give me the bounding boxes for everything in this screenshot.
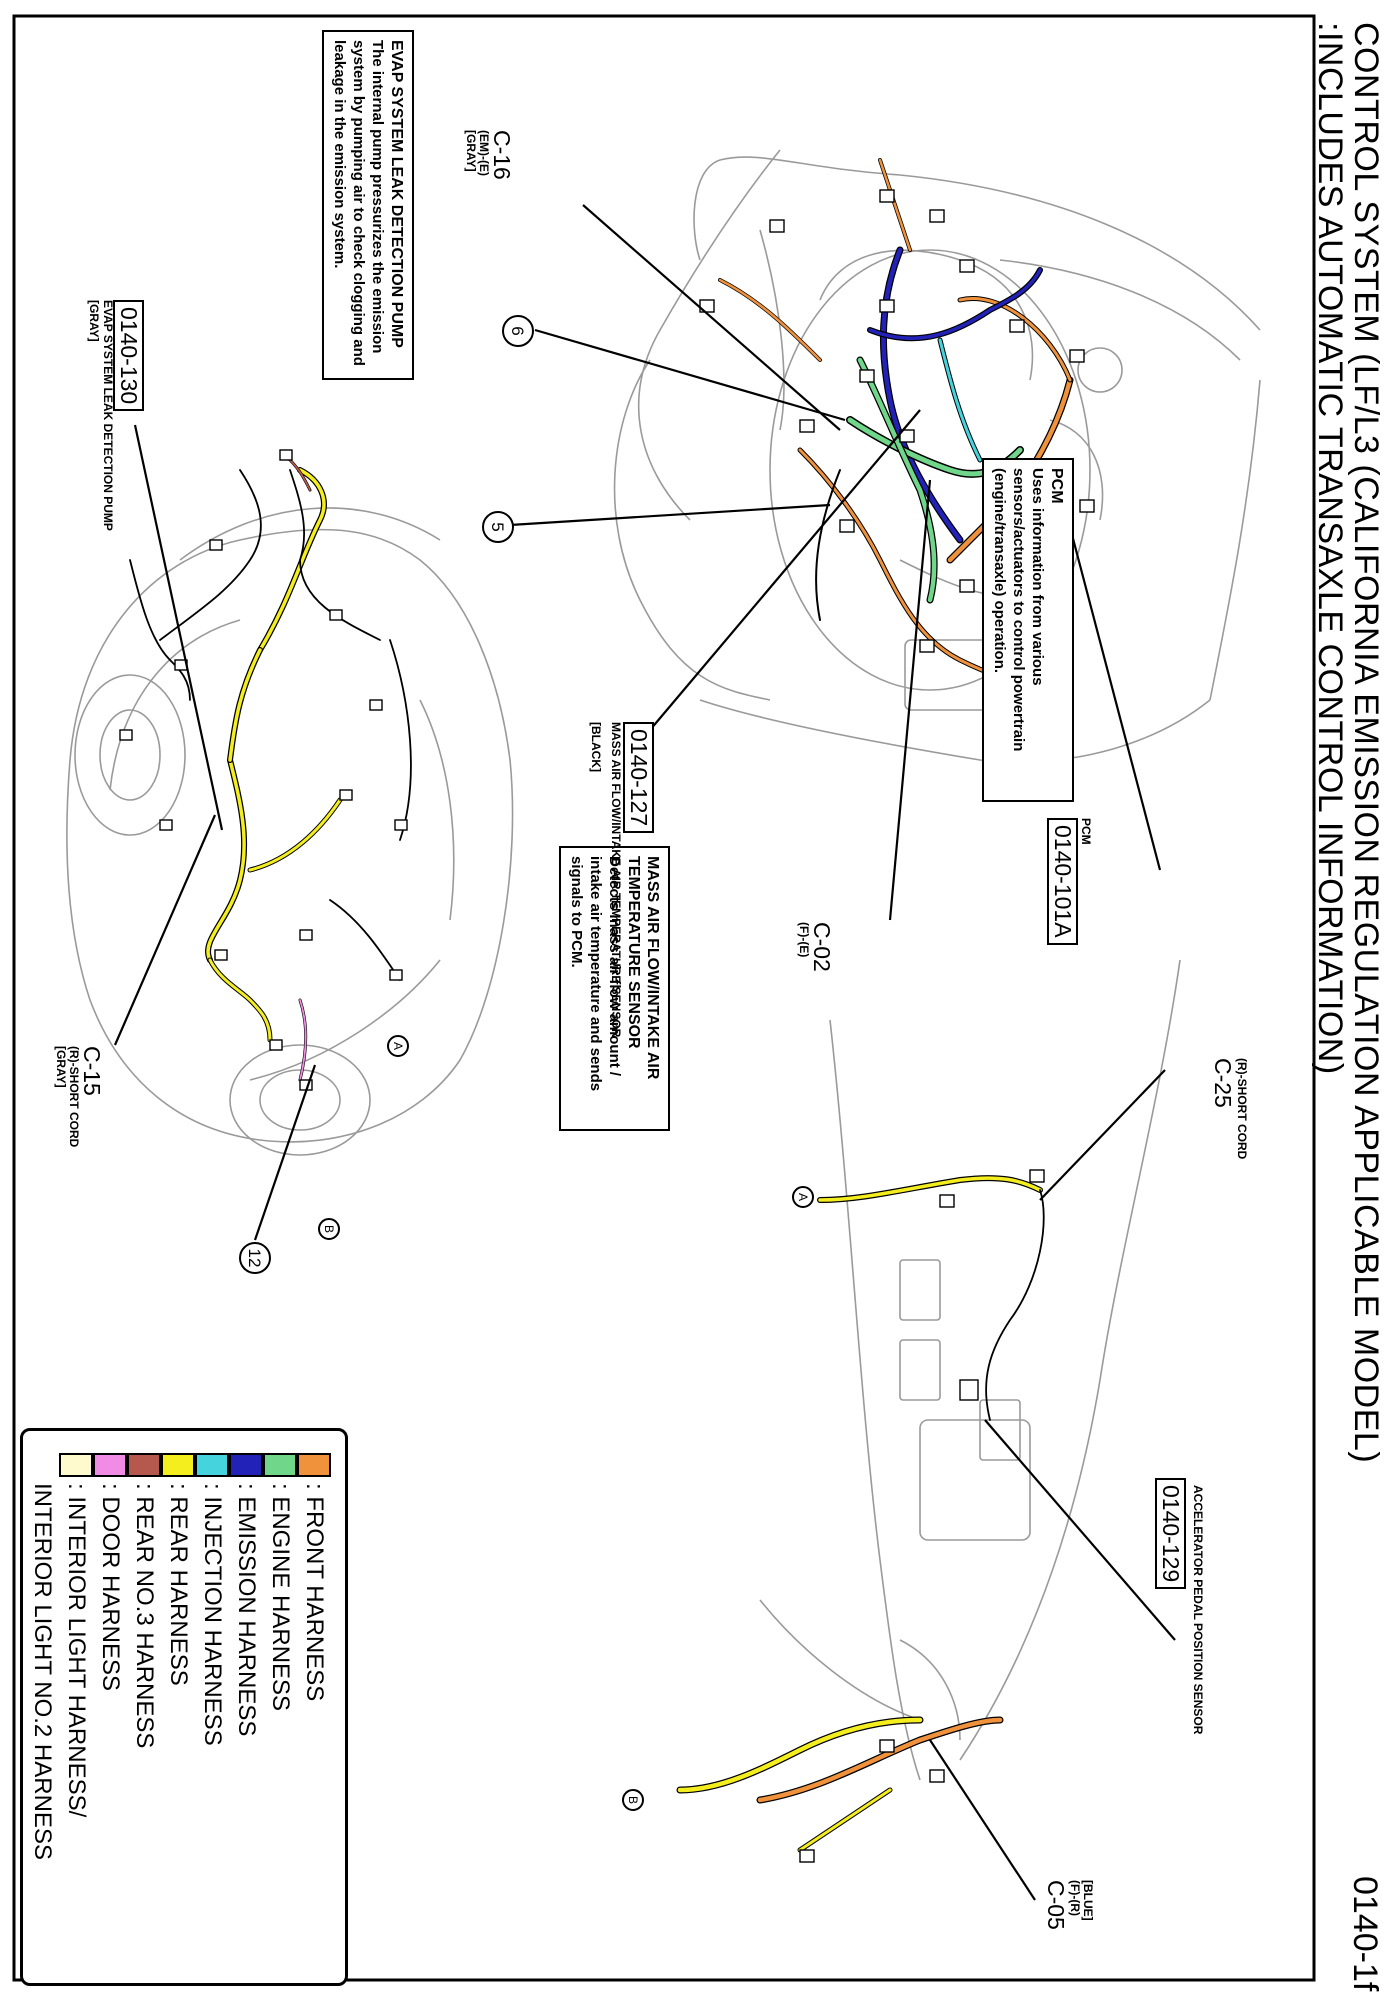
connector-c15: C-15 (R)-SHORT CORD [GRAY] — [54, 1046, 105, 1148]
legend-label: : DOOR HARNESS — [97, 1483, 124, 1692]
legend-item: : DOOR HARNESS — [93, 1453, 127, 1691]
callout-6: 6 — [508, 326, 527, 335]
callout-a-1: A — [796, 1193, 810, 1201]
connector-c02: C-02 (F)-(E) — [797, 922, 835, 972]
legend-label: : FRONT HARNESS — [301, 1483, 328, 1702]
maf-label: MASS AIR FLOW/INTAKE AIR TEMPERATURE SEN… — [609, 722, 623, 1038]
connector-c25-desc: (R)-SHORT CORD — [1235, 1058, 1249, 1160]
legend-label: : REAR NO.3 HARNESS — [131, 1483, 158, 1749]
maf-code: 0140-127 — [623, 722, 654, 834]
title-line-1: CONTROL SYSTEM (LF/L3 (CALIFORNIA EMISSI… — [1347, 22, 1385, 1464]
legend-label: INTERIOR LIGHT NO.2 HARNESS — [29, 1483, 56, 1860]
callout-circles — [239, 315, 814, 1811]
connector-c25: (R)-SHORT CORD C-25 — [1210, 1058, 1249, 1160]
connector-c25-id: C-25 — [1210, 1058, 1236, 1108]
rear-car-drawing — [66, 507, 514, 1156]
legend-label: : EMISSION HARNESS — [233, 1483, 260, 1737]
evap-note: EVAP SYSTEM LEAK DETECTION PUMP The inte… — [322, 30, 414, 380]
pcm-note-body: Uses information from various sensors/ac… — [991, 468, 1046, 752]
evap-note-body: The internal pump pressurizes the emissi… — [331, 40, 386, 366]
legend-swatch — [93, 1453, 127, 1477]
connector-c16-color: [GRAY] — [464, 130, 478, 172]
legend-label: : ENGINE HARNESS — [267, 1483, 294, 1712]
maf-note-heading: MASS AIR FLOW/INTAKE AIR TEMPERATURE SEN… — [625, 856, 661, 1080]
legend-swatch — [127, 1453, 161, 1477]
evap-color: [GRAY] — [87, 300, 101, 342]
connector-c16: C-16 (EM)-(E) [GRAY] — [464, 130, 515, 180]
legend-swatch — [161, 1453, 195, 1477]
connector-c16-id: C-16 — [489, 130, 515, 180]
callout-a-2: A — [391, 1042, 405, 1050]
legend-swatch — [59, 1453, 93, 1477]
connector-c02-id: C-02 — [809, 922, 835, 972]
legend-item: INTERIOR LIGHT NO.2 HARNESS — [25, 1453, 59, 1860]
cabin-drawing — [759, 959, 1181, 1781]
pcm-label: PCM — [1079, 818, 1093, 845]
legend-item: : INTERIOR LIGHT HARNESS/ — [59, 1453, 93, 1817]
callout-12: 12 — [245, 1249, 264, 1268]
pcm-note: PCM Uses information from various sensor… — [982, 458, 1074, 802]
evap-note-heading: EVAP SYSTEM LEAK DETECTION PUMP — [388, 40, 405, 348]
leader-lines — [113, 204, 1176, 1901]
legend-swatch — [25, 1453, 59, 1477]
legend-item: : INJECTION HARNESS — [195, 1453, 229, 1746]
legend-item: : REAR HARNESS — [161, 1453, 195, 1686]
callout-b-1: B — [626, 1796, 640, 1804]
legend-item: : ENGINE HARNESS — [263, 1453, 297, 1711]
cabin-connectors — [799, 1169, 1045, 1863]
connector-c15-desc: (R)-SHORT CORD — [67, 1046, 81, 1148]
harness-legend: : FRONT HARNESS : ENGINE HARNESS : EMISSIO… — [20, 1428, 348, 1986]
legend-label: : INTERIOR LIGHT HARNESS/ — [63, 1483, 90, 1818]
pcm-code: 0140-101A — [1047, 818, 1078, 945]
title-line-2: :INCLUDES AUTOMATIC TRANSAXLE CONTROL IN… — [1311, 22, 1349, 1075]
cabin-harness-wires — [676, 1175, 1045, 1853]
connector-c15-id: C-15 — [79, 1046, 105, 1096]
connector-c05-color: [BLUE] — [1081, 1880, 1095, 1921]
legend-label: : INJECTION HARNESS — [199, 1483, 226, 1746]
connector-c05-id: C-05 — [1043, 1880, 1069, 1930]
rear-harness-wires — [129, 458, 412, 1082]
legend-swatch — [263, 1453, 297, 1477]
connector-c15-color: [GRAY] — [54, 1046, 68, 1088]
app-code: 0140-129 — [1155, 1478, 1186, 1590]
legend-swatch — [229, 1453, 263, 1477]
legend-item: : EMISSION HARNESS — [229, 1453, 263, 1736]
legend-label: : REAR HARNESS — [165, 1483, 192, 1686]
page-number: 0140-1f — [1346, 1876, 1384, 1992]
legend-swatch — [195, 1453, 229, 1477]
legend-item: : FRONT HARNESS — [297, 1453, 331, 1701]
pcm-note-heading: PCM — [1048, 468, 1065, 504]
legend-item: : REAR NO.3 HARNESS — [127, 1453, 161, 1748]
connector-c16-desc: (EM)-(E) — [477, 130, 491, 176]
evap-label: EVAP SYSTEM LEAK DETECTION PUMP — [101, 300, 115, 531]
rear-connectors — [119, 449, 408, 1091]
app-label: ACCELERATOR PEDAL POSITION SENSOR — [1191, 1485, 1205, 1735]
page-border — [12, 14, 1316, 1982]
legend-swatch — [297, 1453, 331, 1477]
callout-5: 5 — [488, 522, 507, 531]
connector-c05-desc: (F)-(R) — [1068, 1880, 1082, 1916]
maf-color: [BLACK] — [589, 722, 603, 772]
evap-code: 0140-130 — [113, 300, 144, 412]
callout-b-2: B — [322, 1225, 336, 1233]
connector-c05: [BLUE] (F)-(R) C-05 — [1043, 1880, 1095, 1930]
